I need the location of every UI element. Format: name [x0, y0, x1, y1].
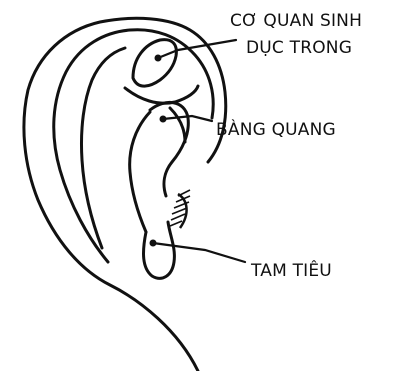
ear-lobe [144, 222, 175, 278]
helix-crus [170, 108, 185, 142]
tragus-contour [130, 112, 150, 232]
leader-tam-tieu [153, 243, 245, 262]
label-bang-quang: BÀNG QUANG [216, 120, 336, 140]
triangular-fossa [133, 40, 176, 87]
antihelix-upper-branch [125, 86, 198, 103]
helix-outer-outline [24, 18, 226, 371]
hatched-notch [170, 190, 190, 228]
antihelix-ridge [81, 48, 125, 248]
label-duc-trong-line2: DỤC TRONG [246, 38, 352, 58]
label-co-quan-sinh-line1: CƠ QUAN SINH [230, 11, 362, 31]
label-tam-tieu: TAM TIÊU [251, 261, 332, 281]
